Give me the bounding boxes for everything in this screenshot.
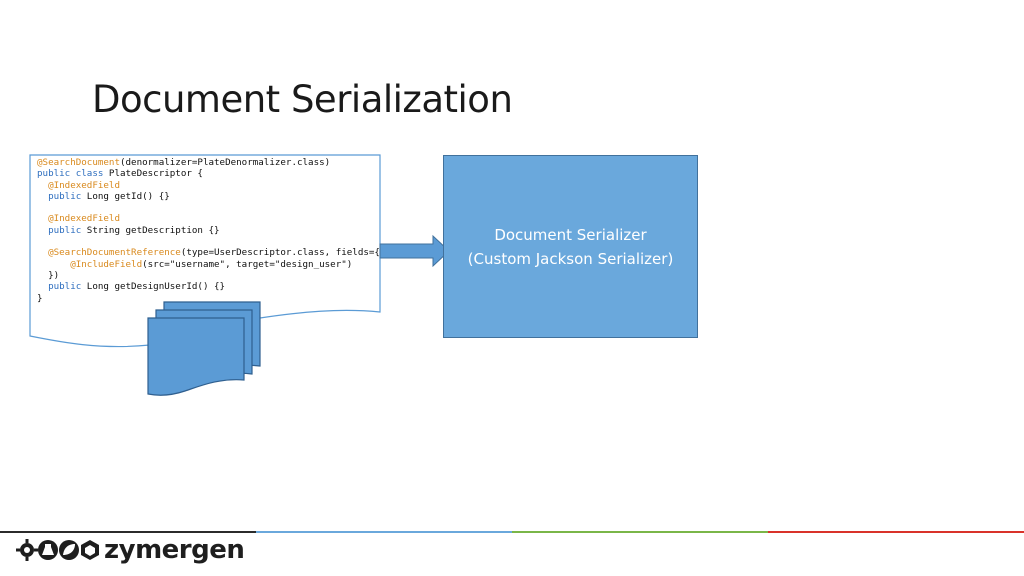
- code-line: }): [37, 270, 380, 281]
- leaf-icon: [59, 540, 79, 560]
- code-text: String getDescription {}: [81, 224, 220, 236]
- logo-icons: [16, 537, 100, 563]
- cube-icon: [81, 540, 99, 560]
- logo-text: zymergen: [104, 535, 245, 565]
- code-text: }): [37, 269, 60, 281]
- code-text: (src="username", target="design_user"): [142, 258, 353, 270]
- zymergen-logo: zymergen: [16, 535, 245, 565]
- footer-segment-green: [512, 531, 768, 533]
- code-text: }: [37, 292, 43, 304]
- code-line: @IncludeField(src="username", target="de…: [37, 259, 380, 270]
- code-keyword: public class: [37, 168, 104, 180]
- code-text: Long getDesignUserId() {}: [81, 281, 226, 293]
- serializer-title: Document Serializer: [494, 225, 647, 244]
- code-snippet: @SearchDocument(denormalizer=PlateDenorm…: [37, 157, 380, 304]
- footer-segment-red: [768, 531, 1024, 533]
- code-keyword: public: [37, 190, 82, 202]
- code-line: [37, 202, 380, 213]
- code-line: }: [37, 293, 380, 304]
- document-serializer-box: Document Serializer (Custom Jackson Seri…: [443, 155, 698, 338]
- code-keyword: public: [37, 281, 82, 293]
- document-stack-icon: [147, 301, 261, 396]
- code-line: @SearchDocumentReference(type=UserDescri…: [37, 247, 380, 258]
- code-annotation: @SearchDocumentReference: [37, 247, 181, 259]
- serializer-subtitle: (Custom Jackson Serializer): [467, 249, 674, 268]
- code-annotation: @SearchDocument: [37, 157, 120, 168]
- gear-icon: [16, 539, 38, 561]
- flask-icon: [38, 540, 58, 560]
- code-line: @SearchDocument(denormalizer=PlateDenorm…: [37, 157, 380, 168]
- code-annotation: @IncludeField: [37, 258, 143, 270]
- code-line: public String getDescription {}: [37, 225, 380, 236]
- flow-arrow: [379, 234, 450, 268]
- footer-segment-dark: [0, 531, 256, 533]
- code-annotation: @IndexedField: [37, 179, 120, 191]
- code-text: Long getId() {}: [81, 190, 170, 202]
- code-line: public Long getDesignUserId() {}: [37, 281, 380, 292]
- code-keyword: public: [37, 224, 82, 236]
- code-line: [37, 236, 380, 247]
- code-line: public Long getId() {}: [37, 191, 380, 202]
- code-text: PlateDescriptor {: [103, 168, 203, 180]
- code-text: (type=UserDescriptor.class, fields={: [180, 247, 380, 259]
- slide-title: Document Serialization: [92, 78, 513, 121]
- code-text: (denormalizer=PlateDenormalizer.class): [119, 157, 331, 168]
- code-line: @IndexedField: [37, 213, 380, 224]
- code-line: public class PlateDescriptor {: [37, 168, 380, 179]
- code-annotation: @IndexedField: [37, 213, 120, 225]
- footer-divider: [0, 531, 1024, 534]
- footer-segment-blue: [256, 531, 512, 533]
- code-line: @IndexedField: [37, 180, 380, 191]
